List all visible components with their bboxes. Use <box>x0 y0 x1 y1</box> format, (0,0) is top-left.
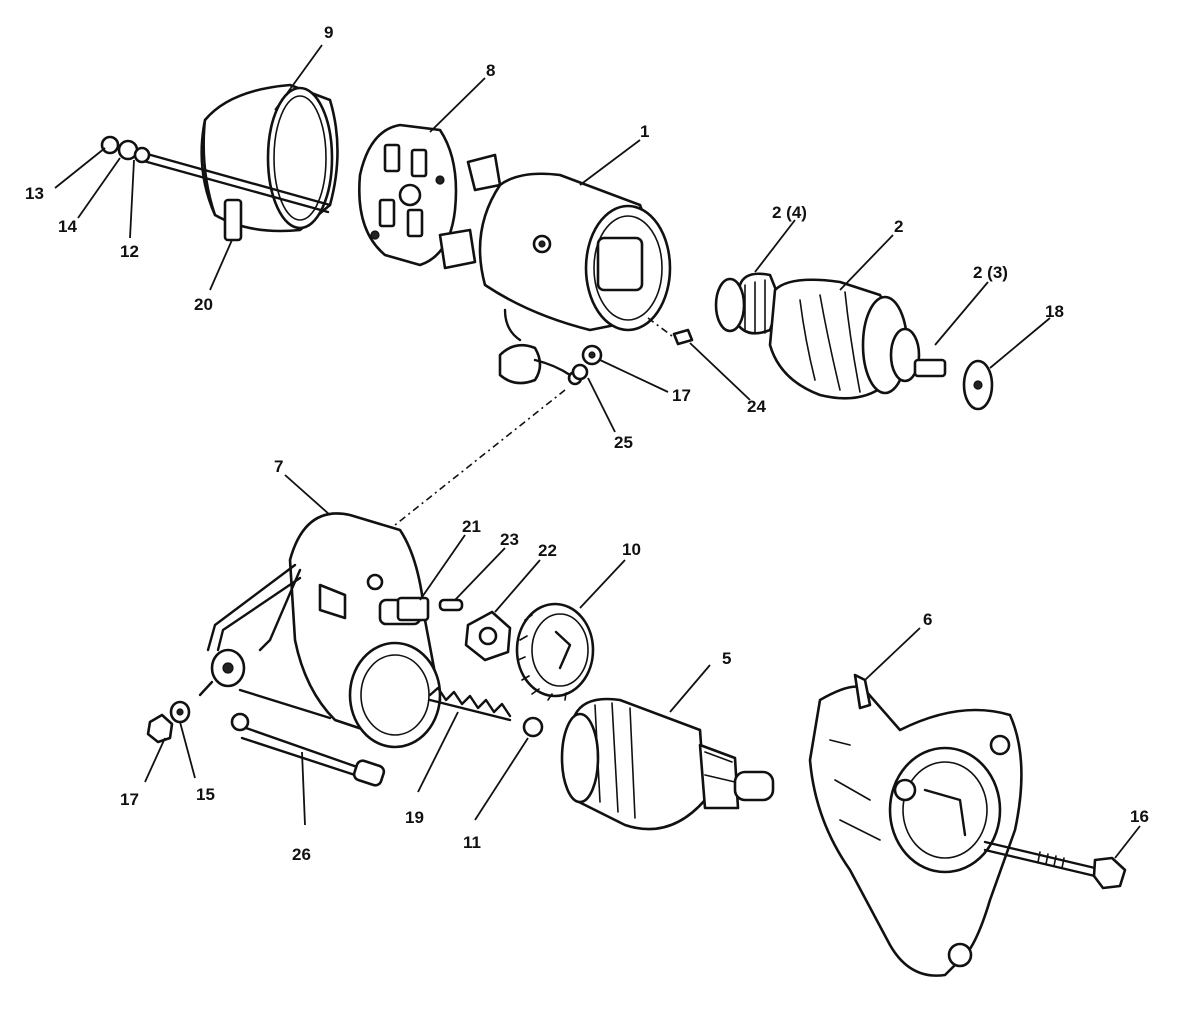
part-2-armature <box>714 272 947 400</box>
label-7: 7 <box>274 457 283 476</box>
label-16: 16 <box>1130 807 1149 826</box>
label-25: 25 <box>614 433 633 452</box>
label-6: 6 <box>923 610 932 629</box>
label-2-4: 2 (4) <box>772 203 807 222</box>
label-15: 15 <box>196 785 215 804</box>
label-17-top: 17 <box>672 386 691 405</box>
label-8: 8 <box>486 61 495 80</box>
label-18: 18 <box>1045 302 1064 321</box>
housing-terminal-stud <box>198 648 332 720</box>
leader-lines <box>54 44 1141 859</box>
label-13: 13 <box>25 184 44 203</box>
label-1: 1 <box>640 122 649 141</box>
parts-12-13-14-nut-washers <box>100 135 151 164</box>
label-14: 14 <box>58 217 77 236</box>
part-22-retainer <box>464 610 512 662</box>
parts-15-17-nut-washer-bottom <box>146 700 191 744</box>
label-24: 24 <box>747 397 766 416</box>
alignment-line <box>394 389 566 526</box>
label-12: 12 <box>120 242 139 261</box>
part-6-drive-housing <box>808 673 1023 977</box>
part-23-roller <box>438 598 464 612</box>
part-19-spring <box>428 686 512 722</box>
label-21: 21 <box>462 517 481 536</box>
field-lead-terminal <box>498 343 583 386</box>
part-7-end-frame-housing <box>206 512 442 749</box>
label-10: 10 <box>622 540 641 559</box>
label-2: 2 <box>894 217 903 236</box>
part-21-shaft <box>396 596 430 622</box>
label-19: 19 <box>405 808 424 827</box>
part-24-key <box>647 317 694 346</box>
part-1-field-frame <box>438 153 672 342</box>
part-5-pinion-clutch <box>560 697 775 831</box>
callout-labels: 9 8 1 2 (4) 2 2 (3) 18 17 24 25 13 14 12… <box>25 23 1149 864</box>
part-11-ball <box>522 716 544 738</box>
part-18-washer <box>962 359 994 411</box>
part-16-bolt <box>983 840 1127 890</box>
part-20-through-bolt <box>138 150 332 242</box>
label-23: 23 <box>500 530 519 549</box>
parts-17-25-nut-washer-top <box>571 344 603 381</box>
label-17-bottom: 17 <box>120 790 139 809</box>
part-10-idler-gear <box>515 602 595 701</box>
label-11: 11 <box>463 833 481 852</box>
part-26-lead-cable <box>230 712 386 787</box>
part-8-brush-holder <box>358 123 458 267</box>
label-20: 20 <box>194 295 213 314</box>
label-2-3: 2 (3) <box>973 263 1008 282</box>
label-9: 9 <box>324 23 333 42</box>
label-26: 26 <box>292 845 311 864</box>
label-5: 5 <box>722 649 731 668</box>
label-22: 22 <box>538 541 557 560</box>
